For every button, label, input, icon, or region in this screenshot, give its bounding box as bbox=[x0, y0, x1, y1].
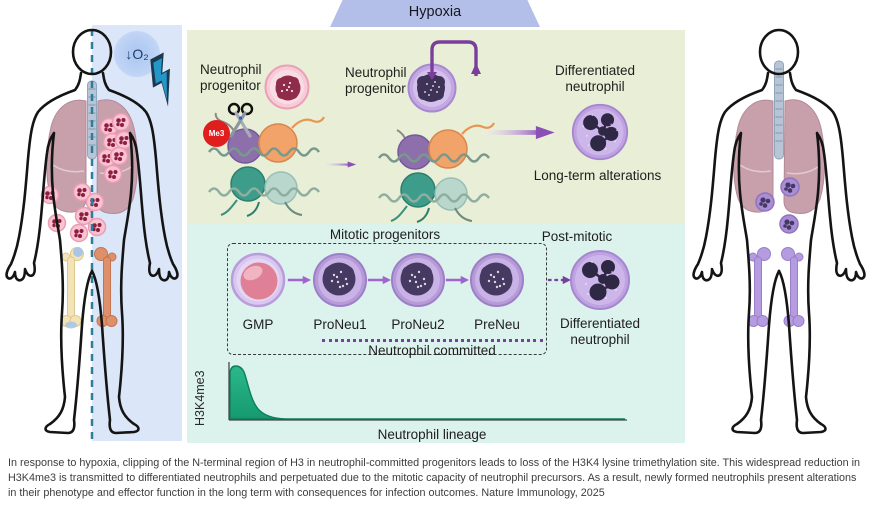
post-mitotic-title: Post-mitotic bbox=[541, 229, 613, 244]
long-term-arrow-icon bbox=[481, 125, 555, 140]
hypoxia-banner-label: Hypoxia bbox=[408, 4, 462, 20]
chart-x-axis-label: Neutrophil lineage bbox=[377, 427, 487, 442]
stage-arrow-icon bbox=[367, 275, 392, 285]
left-body-figure bbox=[5, 25, 182, 441]
gmp-cell bbox=[230, 252, 286, 308]
body-outline bbox=[692, 28, 866, 435]
differentiated-neutrophil-label-top: Differentiated neutrophil bbox=[554, 63, 636, 94]
o2-down-label: ↓O₂ bbox=[125, 46, 149, 62]
proneu1-cell bbox=[313, 253, 367, 307]
gmp-label: GMP bbox=[242, 317, 274, 332]
differentiated-neutrophil-label-bottom: Differentiated neutrophil bbox=[559, 316, 641, 347]
post-mitotic-arrow-icon bbox=[547, 275, 572, 285]
body-outline bbox=[5, 28, 179, 435]
proneu2-cell bbox=[391, 253, 445, 307]
long-term-alterations-label: Long-term alterations bbox=[533, 168, 662, 183]
femur-bone-normal bbox=[60, 247, 84, 329]
preneu-cell bbox=[470, 253, 524, 307]
h3k4me3-decay-chart bbox=[228, 362, 627, 421]
femur-bone-purple-right bbox=[781, 247, 805, 327]
differentiated-neutrophil-cell-bottom bbox=[570, 250, 630, 310]
stage-arrow-icon bbox=[445, 275, 470, 285]
neutrophil-progenitor-cell-purple bbox=[407, 63, 457, 113]
committed-span-line bbox=[322, 339, 543, 342]
neutrophil-progenitor-label-hypoxia: Neutrophil progenitor bbox=[345, 65, 407, 96]
nucleosome-clipped bbox=[378, 122, 495, 223]
femur-bone-purple-left bbox=[747, 247, 771, 327]
self-renewal-loop-arrow-icon bbox=[427, 40, 481, 80]
proneu1-label: ProNeu1 bbox=[313, 317, 367, 332]
preneu-label: PreNeu bbox=[474, 317, 520, 332]
chart-y-axis-label: H3K4me3 bbox=[193, 370, 207, 426]
differentiated-neutrophil-cell-top bbox=[571, 103, 629, 161]
lightning-bolt-icon bbox=[150, 52, 170, 107]
figure-caption: In response to hypoxia, clipping of the … bbox=[8, 457, 860, 500]
mitotic-progenitors-box bbox=[227, 243, 547, 355]
stage-arrow-icon bbox=[287, 275, 312, 285]
neutrophil-committed-label: Neutrophil committed bbox=[368, 343, 496, 358]
decay-curve bbox=[229, 365, 625, 420]
nucleosome-with-h3-tail bbox=[208, 112, 325, 217]
proneu2-label: ProNeu2 bbox=[391, 317, 445, 332]
right-body-figure bbox=[692, 28, 866, 435]
mitotic-progenitors-title: Mitotic progenitors bbox=[329, 227, 441, 242]
neutrophil-progenitor-cell-pink bbox=[264, 64, 310, 110]
femur-bone-hypoxic bbox=[94, 247, 118, 327]
transition-arrow-icon bbox=[323, 161, 357, 168]
trachea bbox=[774, 60, 784, 160]
neutrophil-progenitor-label-normal: Neutrophil progenitor bbox=[200, 62, 262, 93]
scissors-icon bbox=[227, 102, 254, 138]
me3-badge: Me3 bbox=[203, 120, 230, 147]
hypoxia-banner: Hypoxia bbox=[330, 0, 540, 27]
